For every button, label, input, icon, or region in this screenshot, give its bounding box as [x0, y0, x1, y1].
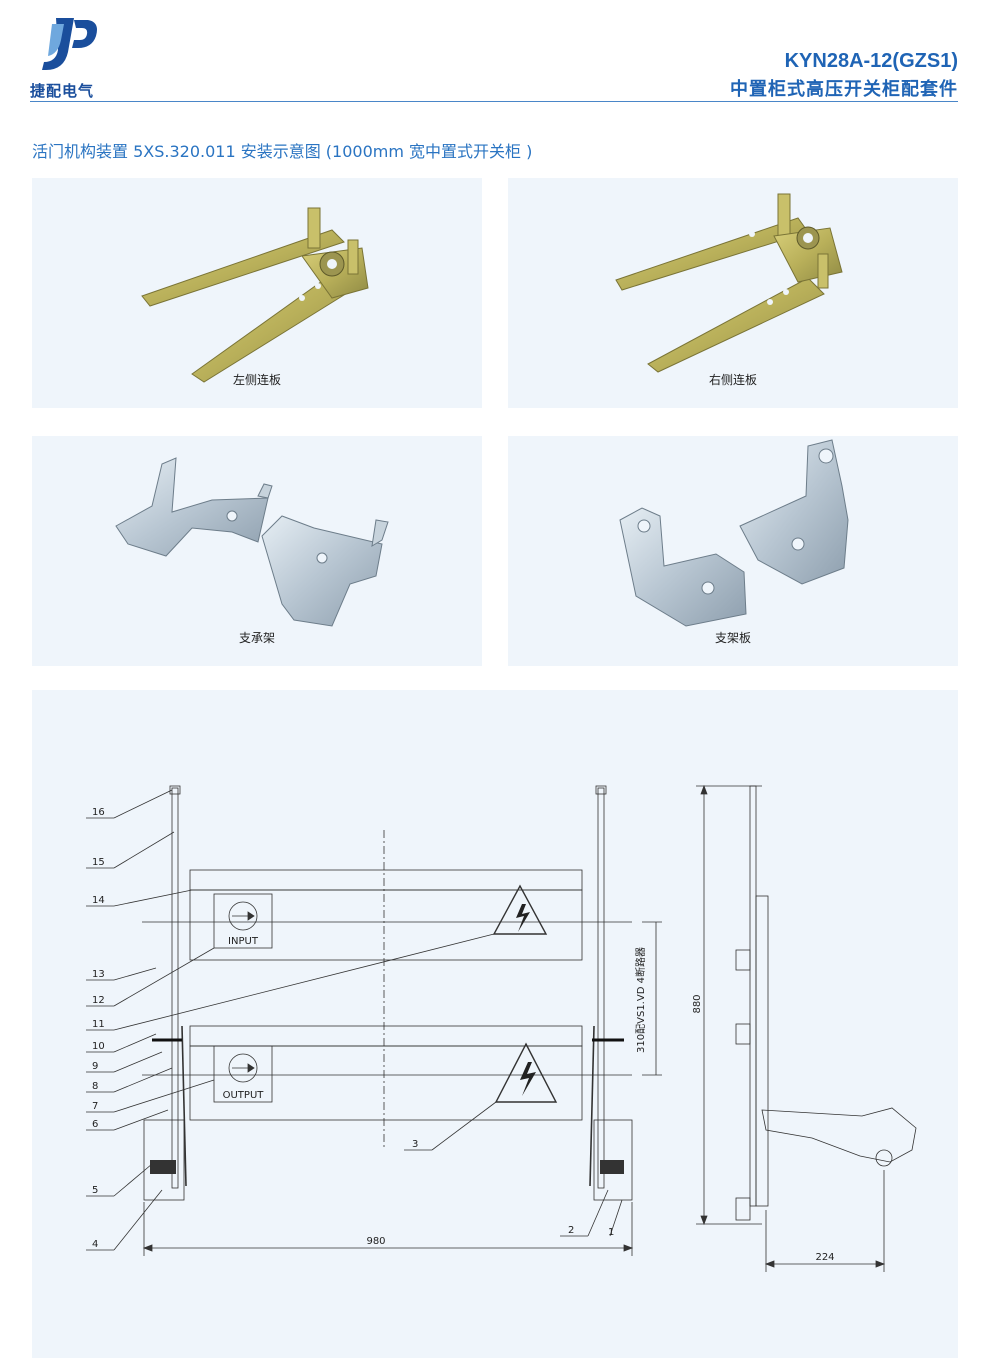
- input-box: [213, 893, 273, 949]
- left-mechanism: [143, 1119, 185, 1201]
- part-number: 9: [92, 1061, 98, 1072]
- photo-caption: 左侧连板: [232, 373, 281, 387]
- part-number: 13: [92, 969, 105, 980]
- photo-left-link-plate: 左侧连板: [32, 178, 482, 408]
- product-name: 中置柜式高压开关柜配套件: [730, 79, 958, 100]
- input-label: INPUT: [228, 936, 259, 947]
- header-divider: [30, 101, 958, 102]
- vertical-note: 310配VS1.VD 4断路器: [634, 947, 647, 1053]
- lower-shutter: [189, 1045, 583, 1121]
- right-mechanism: [593, 1119, 633, 1201]
- part-number: 12: [92, 995, 105, 1006]
- upper-hazard-icon: [492, 884, 548, 935]
- output-box: [213, 1045, 273, 1103]
- brand-logo: 捷配电气: [30, 14, 100, 100]
- installation-diagram: INPUT OUTPUT 310配VS1.VD 4断路器: [86, 784, 917, 1272]
- photo-caption: 右侧连板: [708, 373, 757, 387]
- right-rod-top: [595, 785, 607, 795]
- part-callouts: 16 15 14 13 12 11 10 9 8 7 6 5 4: [86, 789, 623, 1251]
- page-header: 捷配电气 KYN28A-12(GZS1) 中置柜式高压开关柜配套件: [0, 0, 1000, 104]
- installation-drawing: INPUT OUTPUT 310配VS1.VD 4断路器: [32, 690, 958, 1358]
- part-number: 2: [568, 1225, 574, 1236]
- dim-side: 224: [815, 1252, 834, 1263]
- upper-shutter: [189, 889, 583, 961]
- support-frame-image: [115, 457, 389, 627]
- part-number: 1: [608, 1227, 614, 1238]
- section-title: 活门机构装置 5XS.320.011 安装示意图 (1000mm 宽中置式开关柜…: [32, 142, 533, 161]
- bracket-plate-image: [619, 439, 849, 627]
- upper-shutter-lip: [189, 869, 583, 891]
- part-number: 7: [92, 1101, 98, 1112]
- part-number: 8: [92, 1081, 98, 1092]
- part-number: 14: [92, 895, 105, 906]
- header-title: KYN28A-12(GZS1) 中置柜式高压开关柜配套件: [730, 50, 958, 101]
- part-number: 5: [92, 1185, 98, 1196]
- photo-bracket-plate: 支架板: [508, 436, 958, 666]
- dim-width: 980: [366, 1236, 385, 1247]
- side-frame: [755, 895, 769, 1207]
- output-symbol-icon: [228, 1053, 258, 1083]
- dim-height: 880: [692, 994, 703, 1013]
- right-rod: [597, 787, 605, 1189]
- side-rod: [749, 785, 757, 1207]
- left-rod: [171, 787, 179, 1189]
- left-link-plate-image: [141, 207, 369, 383]
- jp-logo-icon: [42, 18, 97, 70]
- photo-caption: 支架板: [714, 631, 751, 645]
- brand-name: 捷配电气: [30, 82, 95, 100]
- lower-shutter-lip: [189, 1025, 583, 1047]
- photo-right-link-plate: 右侧连板: [508, 178, 958, 408]
- part-number: 6: [92, 1119, 98, 1130]
- input-symbol-icon: [228, 901, 258, 931]
- lower-hazard-icon: [494, 1042, 558, 1103]
- side-link: [761, 1107, 917, 1163]
- part-number: 4: [92, 1239, 98, 1250]
- output-label: OUTPUT: [223, 1090, 265, 1101]
- part-number: 3: [412, 1139, 418, 1150]
- part-number: 10: [92, 1041, 105, 1052]
- photo-caption: 支承架: [238, 631, 275, 645]
- left-rod-top: [169, 785, 181, 795]
- model-number: KYN28A-12(GZS1): [784, 50, 958, 72]
- right-link-plate-image: [615, 193, 843, 373]
- part-number: 11: [92, 1019, 105, 1030]
- part-number: 16: [92, 807, 105, 818]
- photo-support-frame: 支承架: [32, 436, 482, 666]
- part-number: 15: [92, 857, 105, 868]
